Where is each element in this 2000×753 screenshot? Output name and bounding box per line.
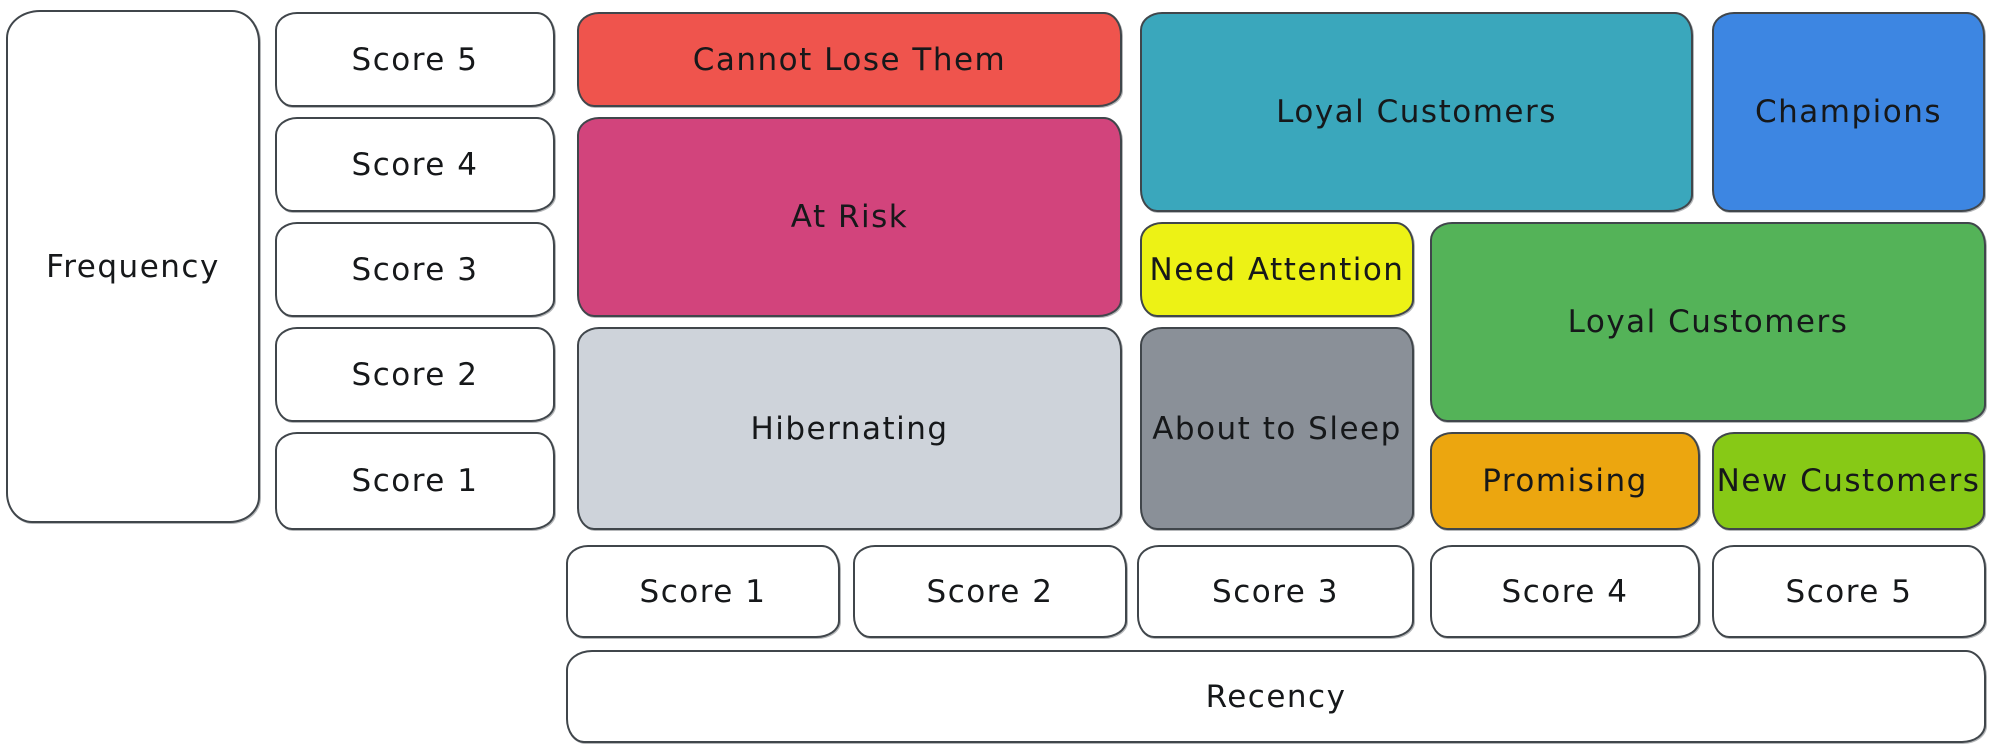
recency-axis-label: Recency bbox=[566, 650, 1986, 743]
frequency-axis-label: Frequency bbox=[6, 10, 260, 523]
recency-score-2-label: Score 2 bbox=[853, 545, 1127, 638]
frequency-score-3-label: Score 3 bbox=[275, 222, 555, 317]
frequency-score-2-label: Score 2 bbox=[275, 327, 555, 422]
segment-champions: Champions bbox=[1712, 12, 1985, 212]
segment-loyal-customers-upper: Loyal Customers bbox=[1140, 12, 1693, 212]
segment-loyal-customers-mid: Loyal Customers bbox=[1430, 222, 1986, 422]
segment-about-to-sleep: About to Sleep bbox=[1140, 327, 1414, 530]
recency-score-1-label: Score 1 bbox=[566, 545, 840, 638]
segment-hibernating: Hibernating bbox=[577, 327, 1122, 530]
segment-promising: Promising bbox=[1430, 432, 1700, 530]
frequency-score-5-label: Score 5 bbox=[275, 12, 555, 107]
segment-at-risk: At Risk bbox=[577, 117, 1122, 317]
segment-cannot-lose-them: Cannot Lose Them bbox=[577, 12, 1122, 107]
frequency-score-4-label: Score 4 bbox=[275, 117, 555, 212]
segment-need-attention: Need Attention bbox=[1140, 222, 1414, 317]
frequency-score-1-label: Score 1 bbox=[275, 432, 555, 530]
segment-new-customers: New Customers bbox=[1712, 432, 1985, 530]
recency-score-5-label: Score 5 bbox=[1712, 545, 1986, 638]
recency-score-3-label: Score 3 bbox=[1137, 545, 1414, 638]
recency-score-4-label: Score 4 bbox=[1430, 545, 1700, 638]
